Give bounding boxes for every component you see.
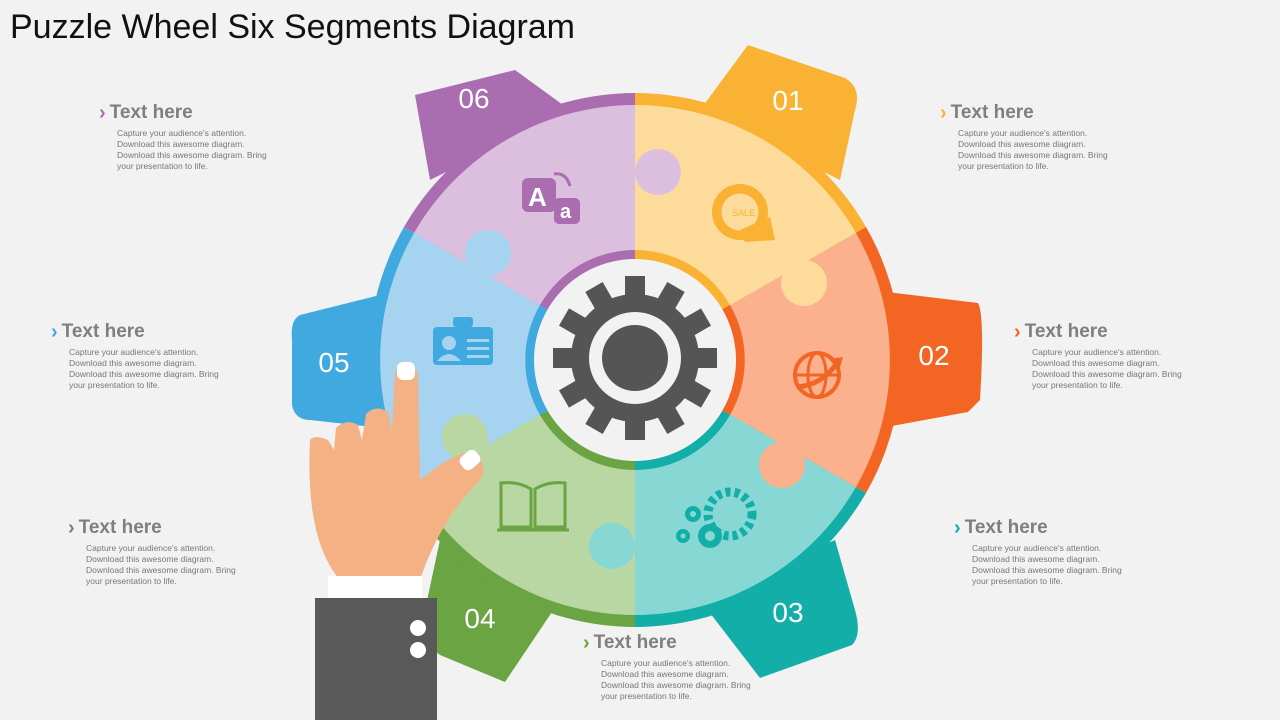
callout-04: ›Text here Capture your audience's atten… bbox=[583, 632, 783, 702]
svg-text:a: a bbox=[560, 201, 572, 223]
callout-01: ›Text here Capture your audience's atten… bbox=[940, 102, 1140, 172]
callout-title: Text here bbox=[110, 102, 193, 124]
callout-body: Capture your audience's attention.Downlo… bbox=[68, 543, 261, 587]
segment-number-06: 06 bbox=[458, 83, 489, 114]
callout-07: ›Text here Capture your audience's atten… bbox=[99, 102, 299, 172]
callout-title: Text here bbox=[62, 321, 145, 343]
callout-05: ›Text here Capture your audience's atten… bbox=[68, 517, 268, 587]
callout-06: ›Text here Capture your audience's atten… bbox=[51, 321, 251, 391]
svg-text:SALE: SALE bbox=[732, 208, 755, 218]
chevron-right-icon: › bbox=[940, 103, 947, 123]
callout-body: Capture your audience's attention.Downlo… bbox=[954, 543, 1147, 587]
callout-body: Capture your audience's attention.Downlo… bbox=[940, 128, 1133, 172]
segment-number-05: 05 bbox=[318, 347, 349, 378]
callout-body: Capture your audience's attention.Downlo… bbox=[583, 658, 776, 702]
callout-title: Text here bbox=[594, 632, 677, 654]
callout-title: Text here bbox=[951, 102, 1034, 124]
segment-number-01: 01 bbox=[772, 85, 803, 116]
segment-number-04: 04 bbox=[464, 603, 495, 634]
callout-03: ›Text here Capture your audience's atten… bbox=[954, 517, 1154, 587]
callout-body: Capture your audience's attention.Downlo… bbox=[1014, 347, 1207, 391]
callout-body: Capture your audience's attention.Downlo… bbox=[99, 128, 292, 172]
svg-text:A: A bbox=[528, 182, 547, 212]
callout-title: Text here bbox=[79, 517, 162, 539]
callout-title: Text here bbox=[965, 517, 1048, 539]
callout-02: ›Text here Capture your audience's atten… bbox=[1014, 321, 1214, 391]
segment-number-02: 02 bbox=[918, 340, 949, 371]
chevron-right-icon: › bbox=[51, 322, 58, 342]
callout-body: Capture your audience's attention.Downlo… bbox=[51, 347, 244, 391]
chevron-right-icon: › bbox=[99, 103, 106, 123]
callout-title: Text here bbox=[1025, 321, 1108, 343]
chevron-right-icon: › bbox=[583, 633, 590, 653]
chevron-right-icon: › bbox=[954, 518, 961, 538]
chevron-right-icon: › bbox=[1014, 322, 1021, 342]
segment-number-03: 03 bbox=[772, 597, 803, 628]
chevron-right-icon: › bbox=[68, 518, 75, 538]
